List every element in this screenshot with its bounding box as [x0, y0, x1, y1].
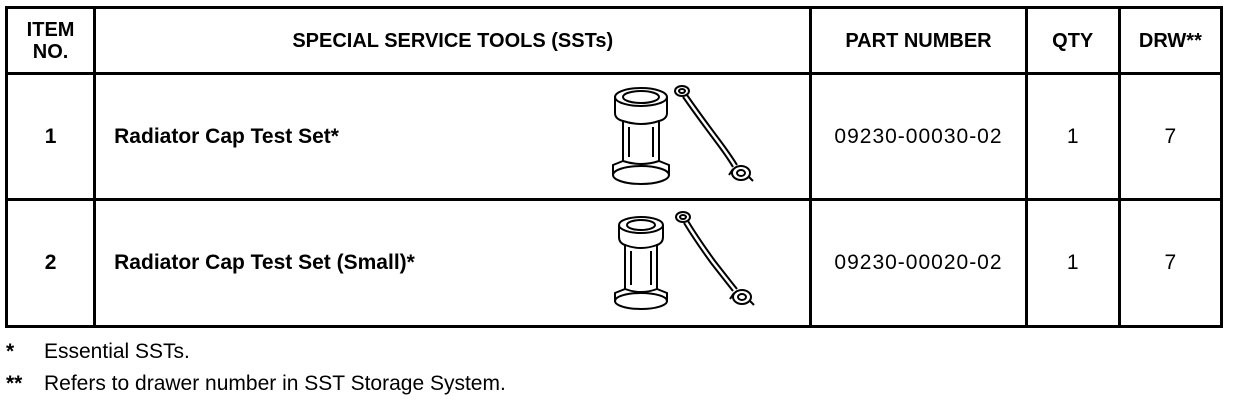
footnotes: * Essential SSTs. ** Refers to drawer nu… — [6, 336, 506, 400]
drawer-value: 7 — [1117, 198, 1224, 328]
header-row: ITEM NO. SPECIAL SERVICE TOOLS (SSTs) PA… — [4, 6, 1224, 75]
tool-name: Radiator Cap Test Set (Small)* — [114, 251, 415, 274]
tool-cell: Radiator Cap Test Set* — [93, 72, 813, 201]
table-row: 2 Radiator Cap Test Set (Small)* — [4, 198, 1224, 328]
table-row: 1 Radiator Cap Test Set* — [4, 72, 1224, 201]
footnote: ** Refers to drawer number in SST Storag… — [6, 368, 506, 400]
footnote-mark: * — [6, 340, 15, 363]
part-number: 09230-00020-02 — [809, 198, 1028, 328]
header-part-number: PART NUMBER — [809, 6, 1028, 75]
qty-value: 1 — [1024, 72, 1121, 201]
header-qty: QTY — [1024, 6, 1121, 75]
footnote-mark: ** — [6, 372, 23, 395]
header-tools: SPECIAL SERVICE TOOLS (SSTs) — [93, 6, 813, 75]
item-number: 1 — [4, 72, 97, 201]
part-number: 09230-00030-02 — [809, 72, 1028, 201]
qty-value: 1 — [1024, 198, 1121, 328]
footnote: * Essential SSTs. — [6, 336, 506, 368]
radiator-cap-tester-icon — [612, 84, 754, 185]
item-number: 2 — [4, 198, 97, 328]
tool-cell: Radiator Cap Test Set (Small)* — [93, 198, 813, 328]
footnote-text: Essential SSTs. — [44, 340, 190, 363]
radiator-cap-tester-small-icon — [614, 211, 755, 310]
drawer-value: 7 — [1117, 72, 1224, 201]
tool-name: Radiator Cap Test Set* — [114, 124, 339, 148]
footnote-text: Refers to drawer number in SST Storage S… — [44, 372, 506, 395]
header-drw: DRW** — [1117, 6, 1224, 75]
sst-table: ITEM NO. SPECIAL SERVICE TOOLS (SSTs) PA… — [4, 6, 1224, 328]
header-item-no: ITEM NO. — [4, 6, 97, 75]
